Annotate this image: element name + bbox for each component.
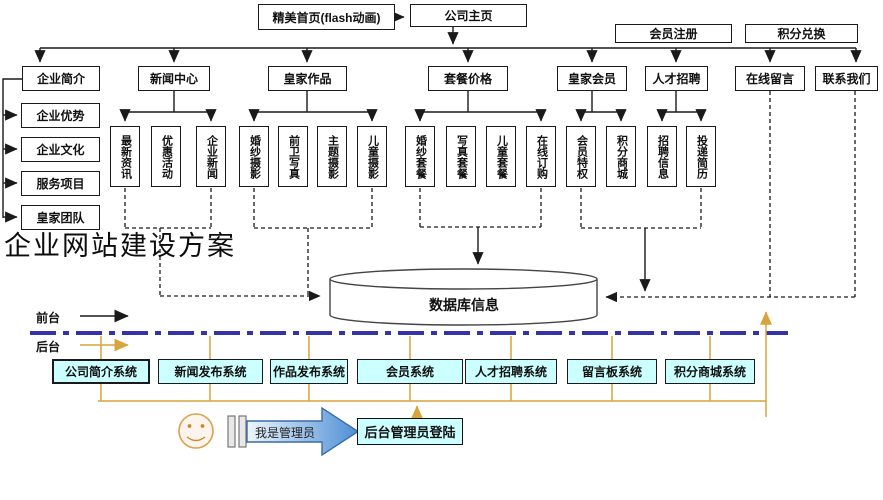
company-sub-node: 皇家团队: [21, 205, 100, 230]
section-royal-works: 皇家作品: [268, 66, 347, 91]
back-lane-label: 后台: [36, 340, 61, 354]
pause-bars-icon: [227, 415, 247, 448]
company-sub-node: 企业文化: [21, 137, 100, 162]
system-company-profile: 公司简介系统: [52, 359, 150, 384]
admin-arrow: [246, 406, 360, 457]
works-sub-node: 儿童摄影: [357, 126, 387, 187]
news-sub-node: 企业新闻: [196, 126, 226, 187]
price-sub-node: 儿童套餐: [486, 126, 516, 187]
tree-connectors: [2, 11, 862, 292]
smiley-icon: [178, 413, 214, 449]
system-message-board: 留言板系统: [567, 359, 657, 384]
price-sub-node: 在线订购: [526, 126, 556, 187]
system-recruitment: 人才招聘系统: [465, 359, 557, 384]
job-sub-node: 投递简历: [686, 126, 716, 187]
admin-speech-label: 我是管理员: [254, 426, 315, 440]
company-home-node: 公司主页: [410, 4, 527, 27]
news-sub-node: 优惠活动: [151, 126, 181, 187]
system-works-publish: 作品发布系统: [270, 359, 348, 384]
section-package-price: 套餐价格: [428, 66, 508, 91]
backend-bus: [98, 311, 772, 419]
company-sub-node: 企业优势: [21, 103, 100, 128]
diagram-title: 企业网站建设方案: [4, 231, 236, 262]
section-royal-member: 皇家会员: [557, 66, 627, 91]
section-company-profile: 企业简介: [22, 66, 100, 91]
system-news-publish: 新闻发布系统: [158, 359, 263, 384]
company-sub-node: 服务项目: [21, 171, 100, 196]
front-lane-label: 前台: [36, 311, 61, 325]
section-online-message: 在线留言: [735, 66, 805, 91]
member-sub-node: 会员特权: [566, 126, 596, 187]
section-recruitment: 人才招聘: [645, 66, 708, 91]
dashed-connectors: [124, 91, 856, 303]
backend-login-node: 后台管理员登陆: [357, 418, 463, 445]
price-sub-node: 婚纱套餐: [405, 126, 435, 187]
price-sub-node: 写真套餐: [446, 126, 476, 187]
flash-home-node: 精美首页(flash动画): [258, 4, 395, 30]
news-sub-node: 最新资讯: [110, 126, 140, 187]
system-member: 会员系统: [357, 359, 463, 384]
system-points-mall: 积分商城系统: [665, 359, 755, 384]
works-sub-node: 主题摄影: [317, 126, 347, 187]
member-sub-node: 积分商城: [606, 126, 636, 187]
job-sub-node: 招聘信息: [647, 126, 677, 187]
section-contact-us: 联系我们: [815, 66, 878, 91]
section-news-center: 新闻中心: [138, 66, 210, 91]
works-sub-node: 前卫写真: [278, 126, 308, 187]
database-label: 数据库信息: [429, 297, 499, 313]
member-register-node: 会员注册: [615, 24, 732, 43]
points-exchange-node: 积分兑换: [745, 24, 858, 43]
database-cylinder: [329, 268, 598, 326]
works-sub-node: 婚纱摄影: [239, 126, 269, 187]
